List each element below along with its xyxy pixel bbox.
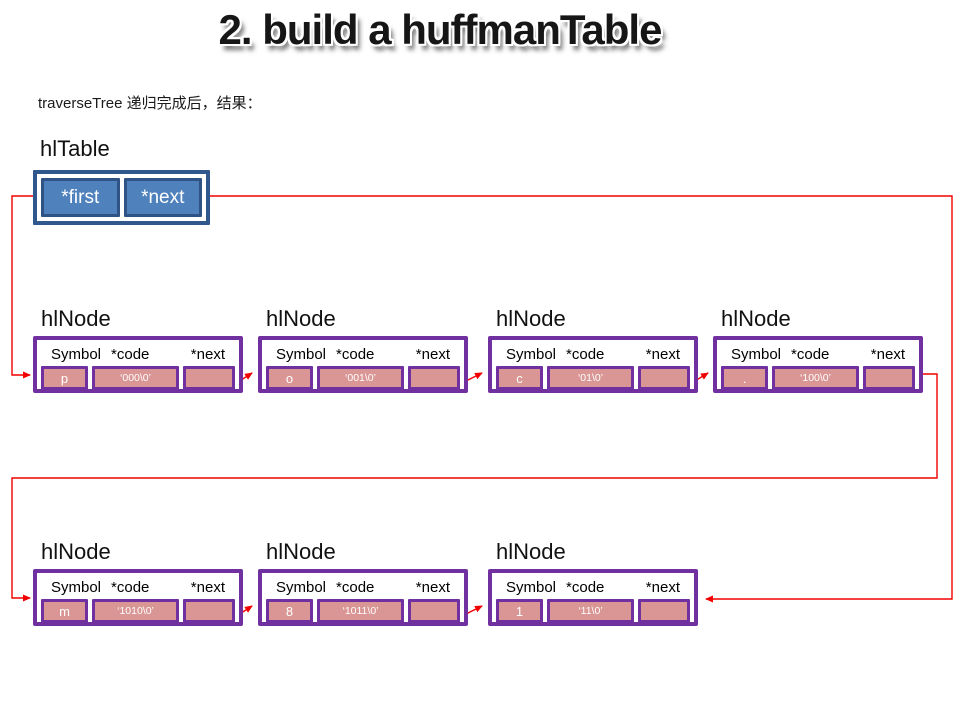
- header-code: *code: [336, 345, 375, 363]
- next-pointer-cell: [408, 366, 460, 390]
- header-next: *next: [645, 578, 680, 596]
- hltable-first-pointer: *first: [41, 178, 120, 217]
- header-symbol: Symbol: [276, 345, 327, 363]
- hlnode-label: hlNode: [721, 306, 791, 331]
- header-next: *next: [415, 578, 450, 596]
- code-cell: ‘001\0’: [317, 366, 404, 390]
- hlnode-label: hlNode: [266, 306, 336, 331]
- hlnode-dot: hlNode Symbol *code *next . ‘100\0’: [713, 306, 923, 393]
- hlnode-label: hlNode: [41, 539, 111, 564]
- header-code: *code: [566, 345, 605, 363]
- header-next: *next: [190, 345, 225, 363]
- hlnode-label: hlNode: [41, 306, 111, 331]
- symbol-cell: .: [721, 366, 768, 390]
- header-code: *code: [566, 578, 605, 596]
- header-next: *next: [645, 345, 680, 363]
- next-pointer-cell: [638, 366, 690, 390]
- symbol-cell: m: [41, 599, 88, 623]
- symbol-cell: 8: [266, 599, 313, 623]
- header-next: *next: [415, 345, 450, 363]
- header-code: *code: [336, 578, 375, 596]
- hltable-box: *first *next: [33, 170, 210, 225]
- slide-subtitle: traverseTree 递归完成后，结果：: [38, 95, 262, 112]
- next-pointer-cell: [638, 599, 690, 623]
- header-symbol: Symbol: [276, 578, 327, 596]
- hlnode-1: hlNode Symbol *code *next 1 ‘11\0’: [488, 539, 698, 626]
- next-pointer-cell: [183, 599, 235, 623]
- code-cell: ‘11\0’: [547, 599, 634, 623]
- hltable-next-pointer: *next: [123, 178, 202, 217]
- code-cell: ‘01\0’: [547, 366, 634, 390]
- code-cell: ‘1011\0’: [317, 599, 404, 623]
- next-pointer-cell: [863, 366, 915, 390]
- hltable-label: hlTable: [40, 136, 110, 161]
- hlnode-o: hlNode Symbol *code *next o ‘001\0’: [258, 306, 468, 393]
- hlnode-label: hlNode: [266, 539, 336, 564]
- code-cell: ‘000\0’: [92, 366, 179, 390]
- hlnode-p: hlNode Symbol *code *next p ‘000\0’: [33, 306, 243, 393]
- symbol-cell: c: [496, 366, 543, 390]
- code-cell: ‘100\0’: [772, 366, 859, 390]
- header-symbol: Symbol: [51, 345, 102, 363]
- header-code: *code: [111, 345, 150, 363]
- hlnode-label: hlNode: [496, 306, 566, 331]
- hlnode-c: hlNode Symbol *code *next c ‘01\0’: [488, 306, 698, 393]
- next-pointer-cell: [183, 366, 235, 390]
- next-pointer-cell: [408, 599, 460, 623]
- header-code: *code: [791, 345, 830, 363]
- header-symbol: Symbol: [51, 578, 102, 596]
- code-cell: ‘1010\0’: [92, 599, 179, 623]
- slide-title: 2. build a huffmanTable: [218, 6, 663, 53]
- arrow-first-to-node-p: [11, 195, 33, 379]
- hlnode-label: hlNode: [496, 539, 566, 564]
- hlnode-m: hlNode Symbol *code *next m ‘1010\0’: [33, 539, 243, 626]
- header-code: *code: [111, 578, 150, 596]
- header-symbol: Symbol: [506, 578, 557, 596]
- symbol-cell: p: [41, 366, 88, 390]
- header-next: *next: [870, 345, 905, 363]
- header-next: *next: [190, 578, 225, 596]
- header-symbol: Symbol: [506, 345, 557, 363]
- symbol-cell: 1: [496, 599, 543, 623]
- hlnode-8: hlNode Symbol *code *next 8 ‘1011\0’: [258, 539, 468, 626]
- symbol-cell: o: [266, 366, 313, 390]
- header-symbol: Symbol: [731, 345, 782, 363]
